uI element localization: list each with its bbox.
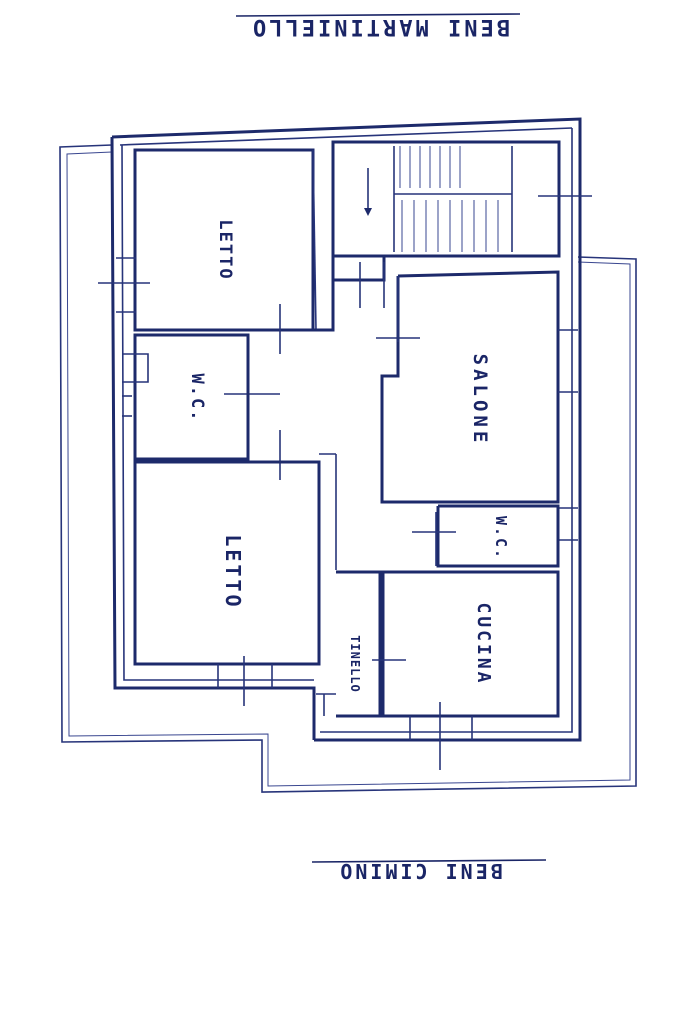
room-tinello (336, 570, 382, 718)
room-cucina (381, 570, 560, 718)
svg-text:LETTO: LETTO (215, 219, 235, 280)
label-wc-left: W.C. (187, 374, 207, 423)
label-letto-upper: LETTO (215, 219, 235, 280)
border-label-bottom: BENI CIMINO (337, 859, 502, 883)
border-label-bottom-text: BENI CIMINO (337, 859, 502, 883)
label-letto-lower: LETTO (221, 534, 245, 609)
svg-text:CUCINA: CUCINA (473, 602, 494, 685)
room-letto-lower (133, 460, 321, 666)
stair-arrow-icon (364, 208, 372, 216)
border-label-top-underline (235, 13, 521, 17)
border-label-top: BENI MARTINIELLO (250, 14, 510, 39)
stairwell-walls (331, 140, 561, 258)
stairwell (331, 140, 592, 258)
terrace-outline (59, 144, 637, 793)
svg-text:LETTO: LETTO (221, 534, 245, 609)
border-label-top-text: BENI MARTINIELLO (250, 14, 510, 39)
svg-text:W.C.: W.C. (492, 516, 510, 560)
border-label-bottom-underline (311, 859, 547, 863)
room-salone (380, 270, 560, 504)
hallway-walls (246, 256, 420, 480)
svg-text:TINELLO: TINELLO (348, 635, 362, 693)
label-salone: SALONE (469, 354, 491, 447)
svg-text:SALONE: SALONE (469, 354, 491, 447)
label-cucina: CUCINA (473, 602, 494, 685)
outer-walls (110, 117, 582, 742)
room-wc-right (436, 504, 560, 568)
label-wc-right: W.C. (492, 516, 510, 560)
room-letto-upper (133, 148, 315, 332)
svg-text:W.C.: W.C. (187, 374, 207, 423)
label-tinello: TINELLO (348, 635, 362, 693)
